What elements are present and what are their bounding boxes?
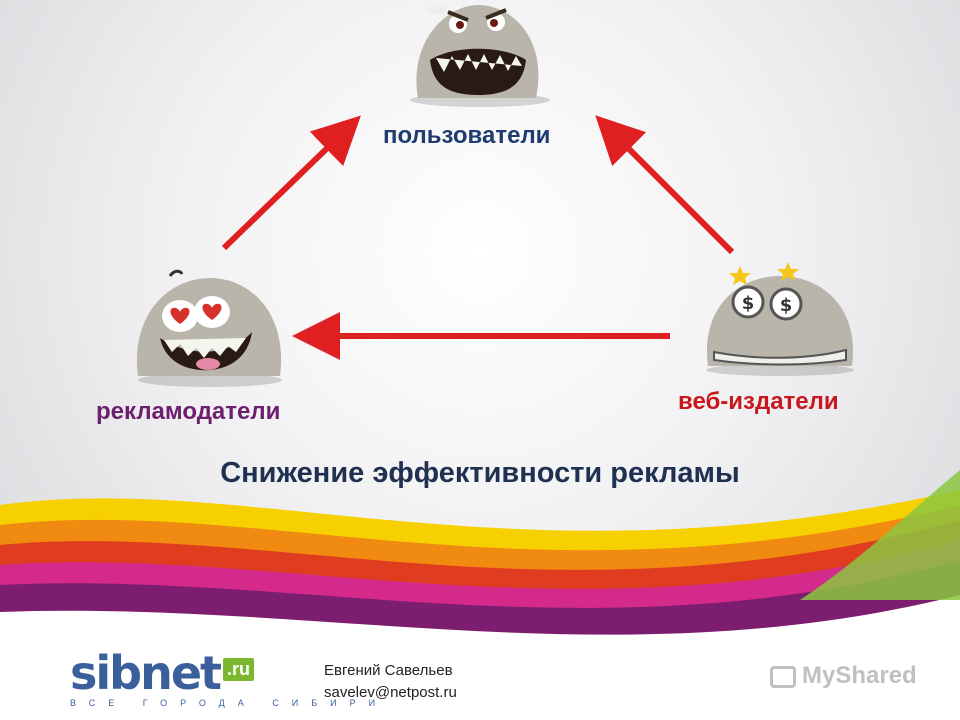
node-label-publishers: веб-издатели [678,388,839,415]
logo-word: sibnet [70,646,222,700]
money-eyes-face-icon: $ $ [706,262,854,376]
angry-face-icon [410,5,550,107]
slide-heading: Снижение эффективности рекламы [220,457,740,489]
logo-ru-badge: .ru [223,658,255,681]
author-info: Евгений Савельев savelev@netpost.ru [324,660,457,704]
logo-tagline: ВСЕ ГОРОДА СИБИРИ [70,698,389,708]
node-label-users: пользователи [383,122,551,149]
sibnet-logo: sibnet.ru ВСЕ ГОРОДА СИБИРИ [70,650,388,708]
arrow-publishers-to-users [595,115,735,255]
svg-text:$: $ [742,293,755,314]
author-name: Евгений Савельев [324,662,453,679]
svg-text:$: $ [780,295,793,316]
watermark: MyShared [770,662,917,690]
myshared-icon [770,665,796,688]
love-face-icon [136,269,282,387]
watermark-text: MyShared [802,662,917,689]
node-label-advertisers: рекламодатели [96,398,281,425]
arrow-advertisers-to-users [221,115,361,251]
author-email: savelev@netpost.ru [324,684,457,701]
